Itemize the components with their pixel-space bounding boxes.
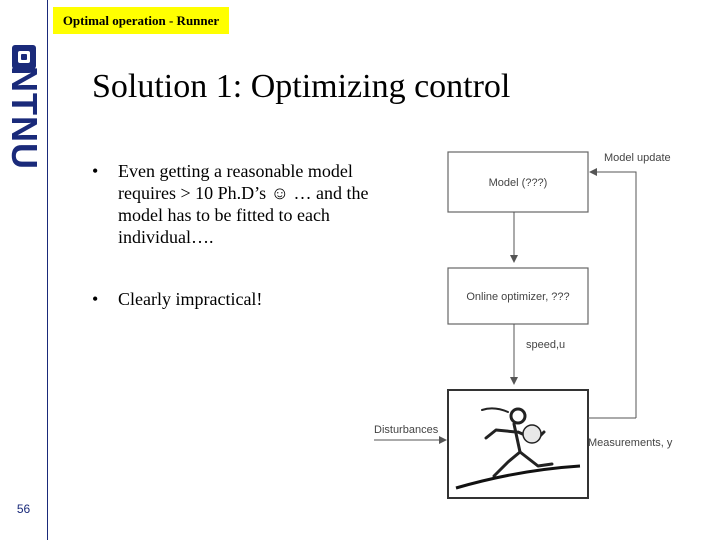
optimizer-box-label: Online optimizer, ???: [466, 291, 569, 303]
bullet-marker: •: [92, 161, 99, 181]
slide-number: 56: [16, 502, 31, 516]
bullet-text: Even getting a reasonable model requires…: [118, 161, 369, 247]
ntnu-logo-icon: [12, 45, 36, 69]
runner-icon: [481, 407, 554, 478]
slide-title: Solution 1: Optimizing control: [92, 68, 511, 105]
bullet-text: Clearly impractical!: [118, 289, 263, 309]
model-box: [447, 151, 589, 213]
bullet-item: • Clearly impractical!: [92, 288, 392, 310]
measurements-label: Measurements, y: [588, 437, 673, 449]
control-diagram: Model (???) Model update Online optimize…: [374, 151, 673, 499]
optimizer-box: [447, 267, 589, 325]
bullet-item: • Even getting a reasonable model requir…: [92, 160, 392, 248]
feedback-line: [589, 168, 637, 418]
ntnu-logo-text: NTNU: [4, 66, 45, 170]
speed-label: speed,u: [526, 339, 565, 351]
section-label: Optimal operation - Runner: [53, 7, 229, 34]
track-curve: [455, 464, 581, 490]
disturbances-label: Disturbances: [374, 424, 439, 436]
model-update-label: Model update: [604, 152, 671, 164]
bullet-marker: •: [92, 289, 99, 309]
model-box-label: Model (???): [489, 177, 548, 189]
bullet-list: • Even getting a reasonable model requir…: [92, 160, 392, 310]
sidebar: NTNU 56: [0, 0, 48, 540]
